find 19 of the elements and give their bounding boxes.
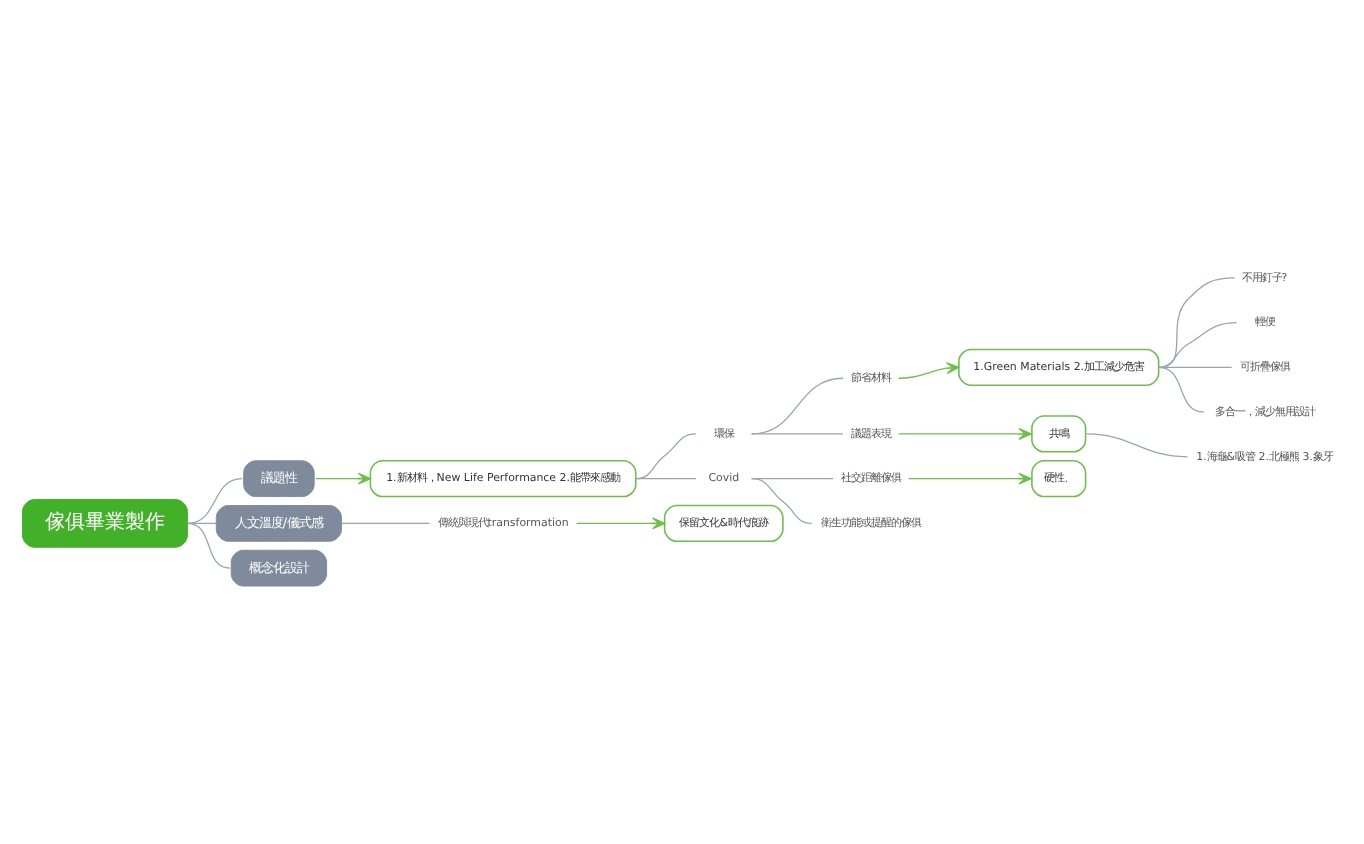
connector [340, 521, 431, 524]
connector [635, 477, 697, 479]
arrow [315, 471, 371, 484]
connector [1158, 365, 1205, 412]
connector [186, 477, 243, 524]
connector [1158, 320, 1238, 367]
connector [635, 432, 697, 479]
connector [750, 376, 844, 434]
connector [186, 521, 231, 568]
connector [750, 432, 844, 434]
arrow [908, 471, 1032, 484]
arrow [576, 516, 666, 529]
connector [750, 477, 813, 524]
node-box: 傢俱畢業製作 [21, 498, 188, 547]
connector [1085, 432, 1189, 457]
arrow [898, 361, 960, 378]
connector [1158, 365, 1233, 367]
arrow [898, 426, 1032, 439]
connector [1158, 276, 1236, 367]
